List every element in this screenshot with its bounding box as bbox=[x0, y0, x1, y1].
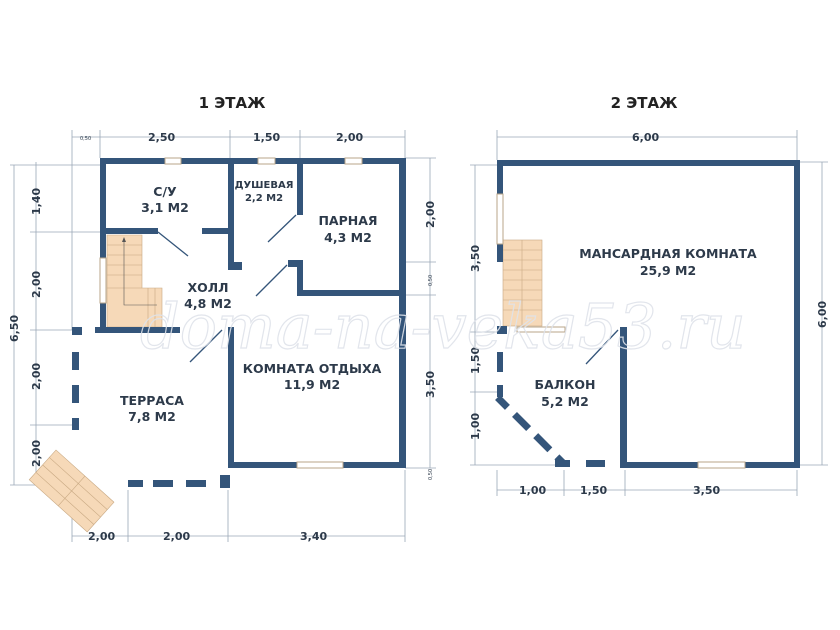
floor1-dimension-lines bbox=[10, 130, 436, 542]
dim-bottom-0: 1,00 bbox=[519, 484, 546, 497]
dim-right-0: 6,00 bbox=[816, 301, 829, 328]
terrace-stairs bbox=[28, 449, 115, 533]
window bbox=[296, 461, 344, 469]
dim-top-0: 6,00 bbox=[632, 131, 659, 144]
window bbox=[257, 157, 276, 165]
window bbox=[99, 257, 107, 304]
floor1-title: 1 ЭТАЖ bbox=[199, 94, 267, 112]
room-name: ПАРНАЯ bbox=[318, 213, 377, 228]
room-name: ХОЛЛ bbox=[187, 280, 228, 295]
stair-arrow-icon bbox=[122, 237, 126, 242]
dim-left-2: 2,00 bbox=[30, 363, 43, 390]
watermark: doma-na-veka53.ru bbox=[140, 290, 746, 363]
room-area: 25,9 М2 bbox=[640, 263, 696, 278]
room-area: 3,1 М2 bbox=[141, 200, 189, 215]
dim-bottom-1: 1,50 bbox=[580, 484, 607, 497]
dim-bottom-0: 2,00 bbox=[88, 530, 115, 543]
floor1-stairs bbox=[106, 234, 163, 328]
window bbox=[496, 193, 504, 245]
dim-top-0: 0,50 bbox=[80, 136, 91, 142]
dim-top-3: 2,00 bbox=[336, 131, 363, 144]
room-name: БАЛКОН bbox=[535, 377, 596, 392]
room-name: КОМНАТА ОТДЫХА bbox=[243, 361, 382, 376]
floor1-plan: 0,50 2,50 1,50 2,00 1,40 2,00 2,00 2,00 … bbox=[8, 130, 437, 543]
window bbox=[344, 157, 363, 165]
dim-right-0: 2,00 bbox=[424, 201, 437, 228]
floor2-title: 2 ЭТАЖ bbox=[611, 94, 679, 112]
dim-left-0: 3,50 bbox=[469, 245, 482, 272]
room-area: 7,8 М2 bbox=[128, 409, 176, 424]
room-area: 5,2 М2 bbox=[541, 394, 589, 409]
dim-top-2: 1,50 bbox=[253, 131, 280, 144]
dim-left-4: 6,50 bbox=[8, 315, 21, 342]
room-area: 4,8 М2 bbox=[184, 296, 232, 311]
dim-bottom-2: 3,50 bbox=[693, 484, 720, 497]
floor2-plan: 6,00 3,50 1,50 1,00 6,00 1,00 1,50 3,50 bbox=[469, 130, 829, 497]
dim-bottom-1: 2,00 bbox=[163, 530, 190, 543]
room-area: 11,9 М2 bbox=[284, 377, 340, 392]
window bbox=[697, 461, 746, 469]
dim-top-1: 2,50 bbox=[148, 131, 175, 144]
room-name: С/У bbox=[153, 184, 177, 199]
room-area: 2,2 М2 bbox=[245, 193, 283, 204]
balcony-door bbox=[585, 329, 619, 365]
dim-right-1: 0,50 bbox=[428, 275, 434, 286]
window bbox=[516, 326, 566, 333]
dim-bottom-2: 3,40 bbox=[300, 530, 327, 543]
dim-left-1: 1,50 bbox=[469, 347, 482, 374]
dim-right-2: 3,50 bbox=[424, 371, 437, 398]
floor2-stairs bbox=[502, 239, 543, 327]
floor1-doors bbox=[157, 214, 297, 363]
dim-right-3: 0,50 bbox=[428, 469, 434, 480]
dim-left-1: 2,00 bbox=[30, 271, 43, 298]
dim-left-2: 1,00 bbox=[469, 413, 482, 440]
window bbox=[164, 157, 182, 165]
room-name: ТЕРРАСА bbox=[120, 393, 184, 408]
room-name: МАНСАРДНАЯ КОМНАТА bbox=[579, 246, 757, 261]
dim-left-3: 2,00 bbox=[30, 440, 43, 467]
floor2-dimension-lines bbox=[470, 130, 828, 496]
room-name: ДУШЕВАЯ bbox=[235, 180, 294, 191]
dim-left-0: 1,40 bbox=[30, 188, 43, 215]
room-area: 4,3 М2 bbox=[324, 230, 372, 245]
